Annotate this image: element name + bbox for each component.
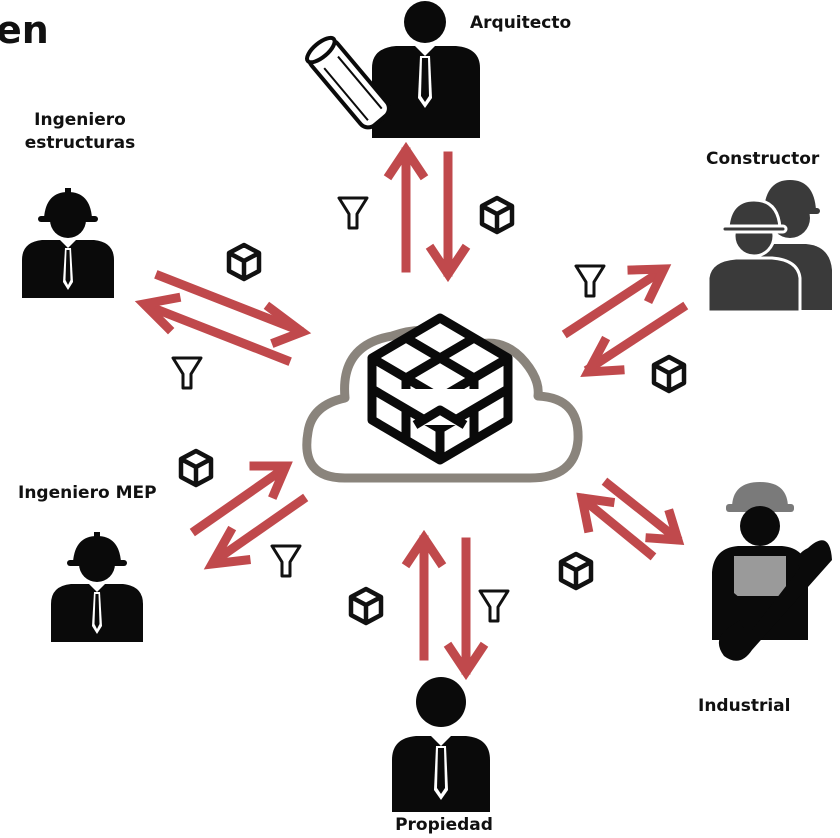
filter-funnel-icon	[478, 589, 510, 623]
cube-icon	[561, 554, 591, 588]
arrow-from-arquitecto	[425, 151, 471, 283]
propiedad-icon	[392, 677, 490, 812]
bim-model-cubes-icon	[367, 313, 513, 465]
filter-funnel-icon	[574, 264, 606, 298]
constructor-icon	[706, 180, 832, 314]
industrial-icon	[712, 482, 832, 661]
arrow-to-constructor	[561, 264, 672, 339]
cube-icon	[482, 198, 512, 232]
label-industrial: Industrial	[698, 696, 791, 716]
arrow-group	[134, 141, 689, 681]
page-title: en	[0, 8, 49, 52]
arrow-to-mep	[189, 461, 293, 537]
arrow-to-industrial	[601, 477, 685, 545]
arrow-from-propiedad	[401, 529, 447, 661]
cube-icon	[654, 357, 684, 391]
ingeniero-mep-icon	[51, 532, 143, 642]
filter-funnel-icon	[171, 356, 203, 390]
label-propiedad: Propiedad	[395, 815, 493, 835]
label-ingeniero-estructuras-line2: estructuras	[24, 133, 136, 153]
arrow-to-arquitecto	[383, 141, 429, 273]
arrow-from-constructor	[580, 301, 689, 377]
cube-icon	[351, 589, 381, 623]
ingeniero-estructuras-icon	[22, 188, 114, 298]
label-ingeniero-mep: Ingeniero MEP	[18, 483, 157, 503]
filter-funnel-icon	[270, 544, 302, 578]
arrow-from-industrial	[576, 492, 657, 561]
arquitecto-icon	[305, 1, 480, 138]
label-constructor: Constructor	[706, 149, 820, 169]
arrow-from-mep	[203, 493, 309, 570]
arrow-to-propiedad	[443, 537, 489, 681]
arrow-to-estructuras	[134, 292, 292, 366]
label-ingeniero-estructuras-line1: Ingeniero	[34, 110, 126, 130]
cube-icon	[181, 451, 211, 485]
cube-icon	[229, 245, 259, 279]
filter-funnel-icon	[337, 196, 369, 230]
arrow-from-estructuras	[154, 270, 312, 348]
label-arquitecto: Arquitecto	[470, 13, 572, 33]
